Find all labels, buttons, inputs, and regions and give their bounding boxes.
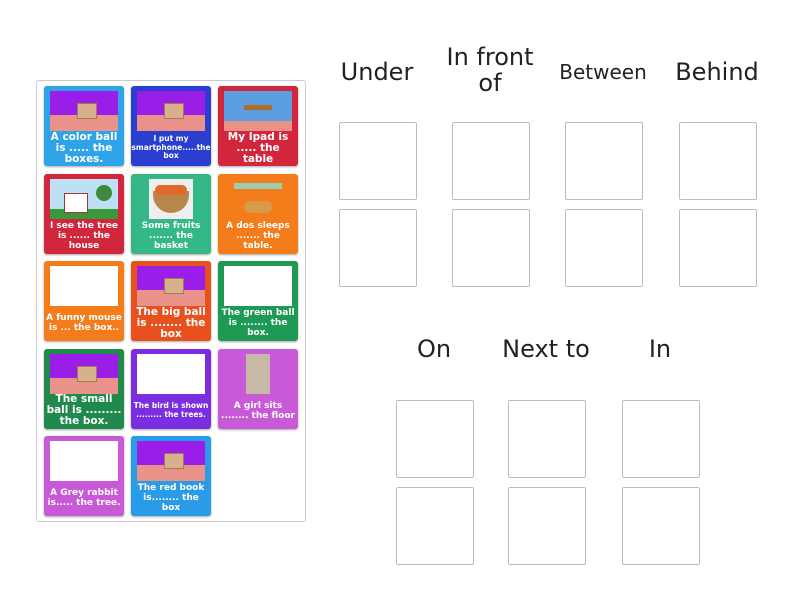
card-image — [50, 353, 118, 394]
drop-zone[interactable] — [452, 209, 530, 287]
card-image — [137, 91, 205, 131]
drop-zone[interactable] — [339, 122, 417, 200]
draggable-card[interactable]: The big ball is ........ the box — [131, 261, 211, 341]
drop-zone[interactable] — [565, 209, 643, 287]
draggable-card[interactable]: A color ball is ..... the boxes. — [44, 86, 124, 166]
card-text: A Grey rabbit is..... the tree. — [47, 488, 121, 508]
card-image — [50, 178, 118, 219]
group-heading: Next to — [502, 335, 590, 363]
group-heading: In front of — [446, 43, 534, 97]
card-text: A color ball is ..... the boxes. — [50, 130, 118, 165]
card-image — [50, 266, 118, 306]
draggable-card[interactable]: The green ball is ........ the box. — [218, 261, 298, 341]
card-text: I see the tree is ...... the house — [49, 220, 119, 251]
drop-zone[interactable] — [679, 122, 757, 200]
card-text: The big ball is ........ the box — [136, 305, 206, 340]
drop-zone[interactable] — [679, 209, 757, 287]
drop-zone[interactable] — [396, 400, 474, 478]
drop-zone[interactable] — [508, 487, 586, 565]
card-text: A girl sits ........ the floor — [221, 400, 295, 421]
drop-zone[interactable] — [622, 487, 700, 565]
group-heading: Between — [559, 60, 647, 84]
drop-zone[interactable] — [339, 209, 417, 287]
card-image — [137, 353, 205, 394]
card-image — [137, 441, 205, 481]
draggable-card[interactable]: The small ball is ......... the box. — [44, 348, 124, 429]
drop-zone[interactable] — [622, 400, 700, 478]
card-image — [224, 91, 292, 131]
card-image — [224, 353, 292, 394]
card-text: The bird is shown ......... the trees. — [133, 401, 209, 419]
draggable-card[interactable]: The bird is shown ......... the trees. — [131, 348, 211, 429]
draggable-card[interactable]: I see the tree is ...... the house — [44, 173, 124, 254]
card-image — [137, 178, 205, 219]
drop-zone[interactable] — [565, 122, 643, 200]
card-text: I put my smartphone.....the box — [131, 134, 211, 161]
draggable-card[interactable]: A dos sleeps ....... the table. — [218, 173, 298, 254]
group-heading: Behind — [675, 58, 759, 86]
draggable-card[interactable]: A Grey rabbit is..... the tree. — [44, 436, 124, 516]
card-image — [50, 441, 118, 481]
card-text: A dos sleeps ....... the table. — [226, 220, 290, 251]
group-heading: In — [648, 335, 672, 363]
card-image — [224, 266, 292, 306]
drop-zone[interactable] — [508, 400, 586, 478]
draggable-card[interactable]: A funny mouse is ... the box.. — [44, 261, 124, 341]
group-heading: Under — [340, 58, 414, 86]
draggable-card[interactable]: My Ipad is ..... the table — [218, 86, 298, 166]
card-image — [137, 266, 205, 306]
card-text: Some fruits ....... the basket — [141, 220, 201, 251]
draggable-card[interactable]: Some fruits ....... the basket — [131, 173, 211, 254]
draggable-card[interactable]: The red book is........ the box — [131, 436, 211, 516]
draggable-card[interactable]: I put my smartphone.....the box — [131, 86, 211, 166]
card-text: A funny mouse is ... the box.. — [46, 313, 122, 333]
card-image — [50, 91, 118, 131]
drop-zone[interactable] — [396, 487, 474, 565]
card-text: The green ball is ........ the box. — [221, 308, 295, 338]
card-text: The red book is........ the box — [137, 483, 205, 513]
card-text: My Ipad is ..... the table — [227, 130, 289, 165]
drop-zone[interactable] — [452, 122, 530, 200]
card-text: The small ball is ......... the box. — [46, 393, 122, 427]
group-heading: On — [416, 335, 452, 363]
card-image — [224, 178, 292, 219]
draggable-card[interactable]: A girl sits ........ the floor — [218, 348, 298, 429]
